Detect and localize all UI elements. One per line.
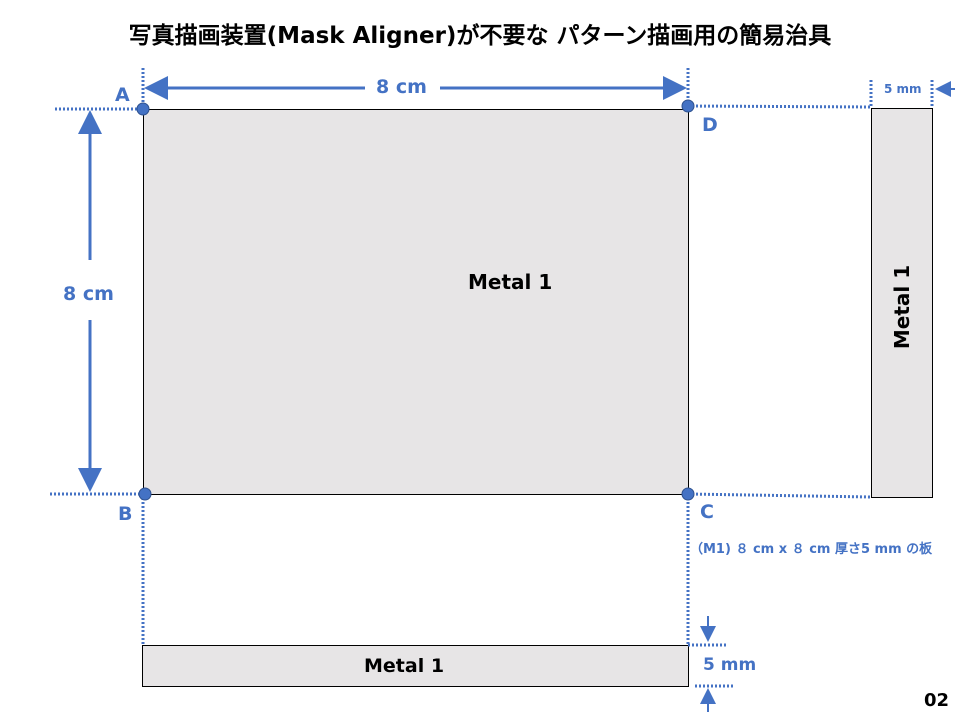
plate-label-front: Metal 1 bbox=[364, 655, 445, 677]
width-label: 8 cm bbox=[376, 76, 427, 98]
corner-label-a: A bbox=[115, 84, 130, 106]
metal-plate-front-view bbox=[142, 645, 689, 687]
plate-caption: （M1) ８ cm x ８ cm 厚さ5 mm の板 bbox=[690, 542, 933, 557]
corner-point-d bbox=[681, 99, 695, 113]
metal-plate-top-view bbox=[143, 109, 689, 495]
corner-point-a bbox=[136, 102, 150, 116]
metal-plate-side-view bbox=[871, 108, 933, 498]
corner-label-c: C bbox=[700, 501, 714, 523]
bottom-thickness-label: 5 mm bbox=[703, 655, 757, 675]
page-title: 写真描画装置(Mask Aligner)が不要な パターン描画用の簡易治具 bbox=[128, 23, 832, 49]
corner-label-b: B bbox=[118, 503, 133, 525]
side-thickness-label: 5 mm bbox=[884, 82, 922, 96]
corner-point-b bbox=[138, 487, 152, 501]
height-label: 8 cm bbox=[63, 283, 114, 305]
plate-label-top: Metal 1 bbox=[468, 270, 553, 294]
corner-point-c bbox=[681, 487, 695, 501]
corner-label-d: D bbox=[702, 114, 718, 136]
page-number: 02 bbox=[924, 690, 950, 711]
